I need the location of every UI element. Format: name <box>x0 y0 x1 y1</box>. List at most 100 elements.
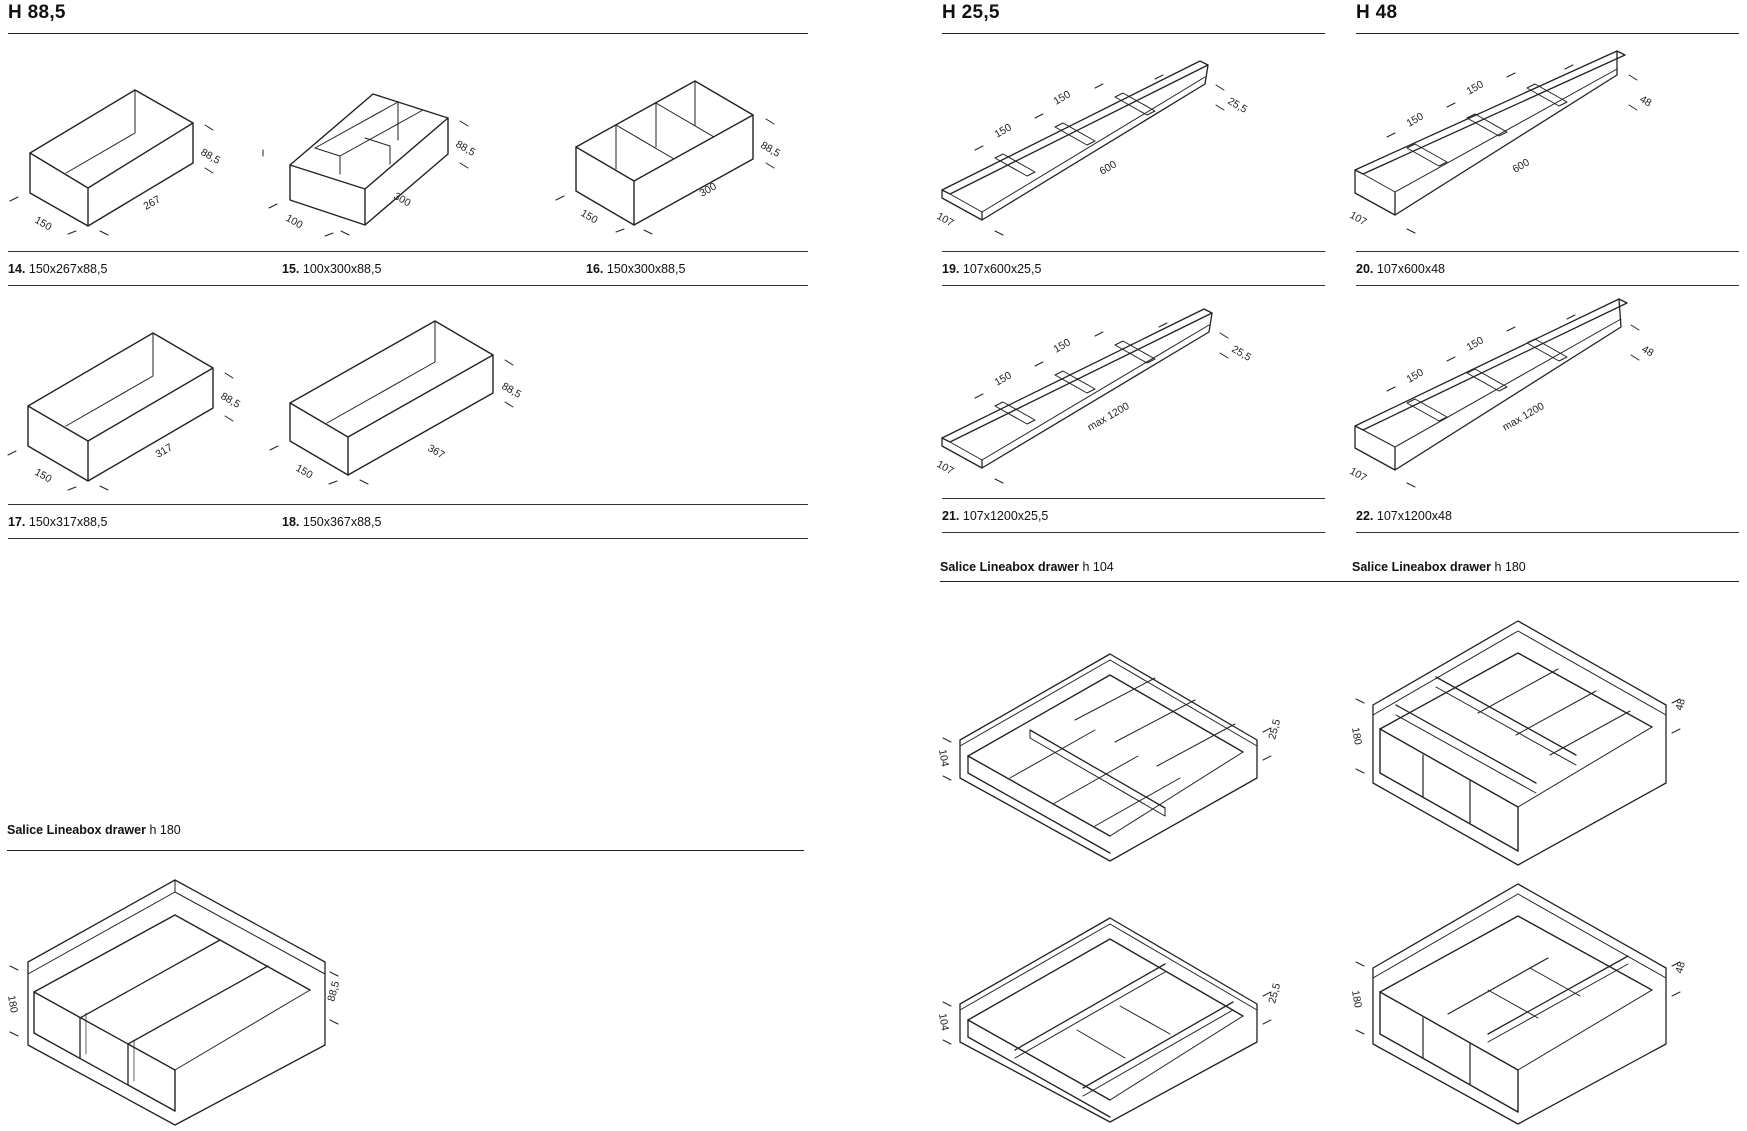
caption-rule <box>1356 532 1739 533</box>
item-caption-20: 20. 107x600x48 <box>1356 262 1445 276</box>
item-number: 22. <box>1356 509 1374 523</box>
dim-width: 150 <box>33 466 54 485</box>
item-caption-14: 14. 150x267x88,5 <box>8 262 107 276</box>
dim-division: 150 <box>1405 366 1426 385</box>
drawer-drawing-mid-bottom: 104 25,5 <box>936 917 1283 1123</box>
dim-drawer-height: 180 <box>1349 989 1364 1008</box>
divider-drawing-20: 107 150 150 600 48 <box>1348 50 1654 234</box>
item-number: 17. <box>8 515 26 529</box>
section-rule <box>1356 33 1739 34</box>
item-dimensions: 107x600x48 <box>1376 262 1445 276</box>
item-caption-22: 22. 107x1200x48 <box>1356 509 1452 523</box>
caption-rule <box>942 498 1325 499</box>
dim-drawer-height: 180 <box>1349 726 1364 745</box>
dim-width: 107 <box>935 458 956 477</box>
dim-insert-height: 48 <box>1673 697 1688 712</box>
dim-insert-height: 88,5 <box>325 980 342 1003</box>
caption-rule <box>942 285 1325 286</box>
drawer-drawing-left: 180 88,5 <box>5 879 342 1126</box>
item-dimensions: 107x600x25,5 <box>962 262 1042 276</box>
dim-height: 88,5 <box>759 139 783 160</box>
dim-length: 600 <box>1098 158 1119 177</box>
drawer-label-h180-left: Salice Lineabox drawer h 180 <box>7 823 181 837</box>
dim-drawer-height: 104 <box>936 748 951 767</box>
drawer-label-h180-right: Salice Lineabox drawer h 180 <box>1352 560 1526 574</box>
item-caption-18: 18. 150x367x88,5 <box>282 515 381 529</box>
drawer-label-h104: Salice Lineabox drawer h 104 <box>940 560 1114 574</box>
dim-length: 300 <box>392 190 413 209</box>
item-dimensions: 107x1200x25,5 <box>962 509 1049 523</box>
section-title-h48: H 48 <box>1356 2 1398 23</box>
divider-drawing-21: 107 150 150 max 1200 25,5 <box>935 308 1254 484</box>
drawer-name: Salice Lineabox drawer <box>7 823 146 837</box>
drawer-name: Salice Lineabox drawer <box>1352 560 1491 574</box>
drawer-drawing-right-top: 180 48 <box>1349 620 1688 866</box>
dim-height: 88,5 <box>500 380 524 401</box>
item-caption-15: 15. 100x300x88,5 <box>282 262 381 276</box>
drawer-height-suffix: h 180 <box>149 823 181 837</box>
divider-drawing-22: 107 150 150 max 1200 48 <box>1348 298 1656 488</box>
drawer-drawing-right-bottom: 180 48 <box>1349 883 1688 1125</box>
caption-rule <box>1356 285 1739 286</box>
dim-insert-height: 25,5 <box>1266 982 1283 1005</box>
dim-length: 317 <box>154 441 175 460</box>
dim-height: 88,5 <box>454 138 478 159</box>
tray-drawing-14: 150 267 88,5 <box>9 89 223 236</box>
tray-drawing-17: 150 317 88,5 <box>7 332 243 491</box>
dim-length: max 1200 <box>1501 400 1547 434</box>
dim-height: 88,5 <box>199 146 223 167</box>
item-dimensions: 107x1200x48 <box>1376 509 1452 523</box>
dim-width: 150 <box>33 214 54 233</box>
tray-drawing-15: 100 300 88,5 <box>262 93 478 237</box>
tray-drawing-18: 150 367 88,5 <box>269 320 524 485</box>
dim-length: max 1200 <box>1086 400 1132 434</box>
dim-width: 107 <box>935 210 956 229</box>
tray-drawing-16: 150 300 88,5 <box>555 80 783 235</box>
item-number: 15. <box>282 262 300 276</box>
dim-height: 25,5 <box>1226 95 1250 116</box>
dim-length: 367 <box>426 442 447 461</box>
item-dimensions: 150x317x88,5 <box>28 515 108 529</box>
dim-width: 107 <box>1348 465 1369 484</box>
section-rule <box>7 850 804 851</box>
dim-division: 150 <box>1465 78 1486 97</box>
dim-height: 48 <box>1640 343 1656 359</box>
dim-division: 150 <box>1052 336 1073 355</box>
drawer-height-suffix: h 104 <box>1082 560 1114 574</box>
divider-drawing-19: 107 150 150 600 25,5 <box>935 60 1250 236</box>
dim-division: 150 <box>993 121 1014 140</box>
dim-length: 267 <box>142 193 163 212</box>
dim-insert-height: 25,5 <box>1266 718 1283 741</box>
item-number: 20. <box>1356 262 1374 276</box>
dim-height: 48 <box>1638 93 1654 109</box>
dim-drawer-height: 104 <box>936 1012 951 1031</box>
caption-rule <box>942 532 1325 533</box>
section-title-h25-5: H 25,5 <box>942 2 1000 23</box>
dim-division: 150 <box>1405 110 1426 129</box>
item-dimensions: 150x367x88,5 <box>302 515 382 529</box>
dim-width: 150 <box>294 462 315 481</box>
section-title-h88-5: H 88,5 <box>8 2 66 23</box>
section-rule <box>940 581 1739 582</box>
dim-height: 88,5 <box>219 390 243 411</box>
dim-division: 150 <box>993 369 1014 388</box>
item-number: 16. <box>586 262 604 276</box>
dim-height: 25,5 <box>1230 343 1254 364</box>
item-number: 14. <box>8 262 26 276</box>
dim-length: 300 <box>698 180 719 199</box>
dim-division: 150 <box>1465 334 1486 353</box>
item-caption-19: 19. 107x600x25,5 <box>942 262 1041 276</box>
item-number: 18. <box>282 515 300 529</box>
dim-length: 600 <box>1511 156 1532 175</box>
item-number: 19. <box>942 262 960 276</box>
drawer-drawing-mid-top: 104 25,5 <box>936 653 1283 862</box>
section-rule <box>942 33 1325 34</box>
item-number: 21. <box>942 509 960 523</box>
item-dimensions: 100x300x88,5 <box>302 262 382 276</box>
section-rule <box>8 33 808 34</box>
caption-rule <box>1356 251 1739 252</box>
drawer-height-suffix: h 180 <box>1494 560 1526 574</box>
drawer-name: Salice Lineabox drawer <box>940 560 1079 574</box>
caption-rule <box>8 504 808 505</box>
dim-division: 150 <box>1052 88 1073 107</box>
